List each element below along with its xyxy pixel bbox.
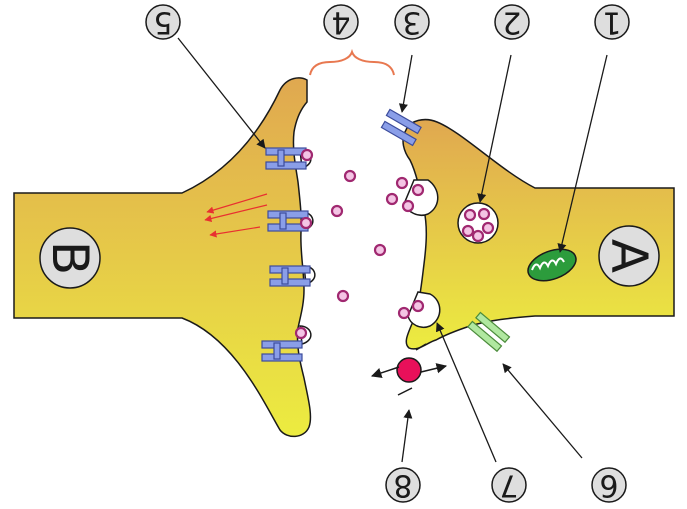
bound-neurotransmitters [294, 148, 314, 340]
enzyme-arrow-right [420, 363, 448, 374]
pointer-1 [557, 54, 608, 253]
svg-text:A: A [600, 239, 658, 273]
receptor-3 [269, 265, 311, 287]
callout-5: 5 [145, 4, 181, 40]
synaptic-cleft-brace [309, 48, 395, 76]
svg-text:8: 8 [393, 468, 412, 503]
pointer-8 [401, 409, 413, 463]
callout-3: 3 [394, 4, 430, 40]
pointer-6 [502, 363, 583, 459]
reuptake-transporter [467, 311, 511, 353]
degrading-enzyme [396, 357, 422, 383]
svg-text:1: 1 [602, 5, 621, 40]
callout-8: 8 [385, 467, 421, 503]
callout-2: 2 [494, 4, 530, 40]
neuron-b-label: B [39, 227, 101, 289]
pointer-3 [398, 54, 413, 113]
callout-4: 4 [323, 4, 359, 40]
receptor-pockets [299, 149, 316, 345]
svg-text:7: 7 [499, 468, 518, 503]
free-neurotransmitters [330, 169, 387, 303]
signal-arrows [204, 193, 268, 238]
pointer-2 [477, 54, 512, 203]
svg-text:B: B [41, 241, 99, 275]
callout-1: 1 [594, 4, 630, 40]
synaptic-vesicle [457, 202, 499, 244]
svg-text:6: 6 [599, 468, 618, 503]
pointer-5 [177, 37, 266, 149]
neuron-a-label: A [598, 225, 660, 287]
svg-text:2: 2 [502, 5, 521, 40]
enzyme-arrow-left [371, 366, 400, 378]
svg-text:4: 4 [331, 5, 350, 40]
enzyme-tick-top [415, 343, 427, 351]
presynaptic-neuron-a [402, 118, 675, 350]
presynaptic-autoreceptor [380, 108, 422, 147]
pointer-7 [436, 322, 497, 463]
callout-pointers [177, 37, 608, 463]
releasing-vesicles [385, 176, 425, 320]
enzyme-tick-bottom [397, 387, 413, 396]
callout-7: 7 [491, 467, 527, 503]
callout-6: 6 [591, 467, 627, 503]
mitochondrion [527, 248, 577, 282]
svg-text:3: 3 [402, 5, 421, 40]
svg-text:5: 5 [153, 5, 172, 40]
receptor-4 [261, 340, 303, 362]
postsynaptic-neuron-b [13, 77, 312, 438]
